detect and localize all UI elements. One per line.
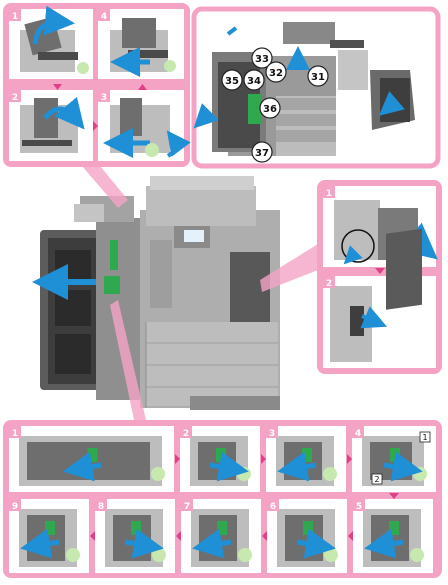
callout-37: 37 <box>251 141 273 163</box>
svg-text:31: 31 <box>311 72 325 83</box>
bottom-step-number-2: 2 <box>180 426 192 439</box>
bottom-cell-9: 9 <box>9 499 89 573</box>
bottom-step-number-3: 3 <box>266 426 278 439</box>
svg-text:35: 35 <box>225 76 239 87</box>
svg-text:2: 2 <box>12 93 18 103</box>
bottom-cell-5: 5 <box>353 499 433 573</box>
bottom-step-number-7: 7 <box>181 499 193 512</box>
callout-33: 33 <box>251 47 273 69</box>
svg-text:3: 3 <box>269 429 275 439</box>
bottom-step-arrow <box>176 531 181 541</box>
rp-step-arrow <box>375 268 385 274</box>
svg-text:1: 1 <box>12 12 18 22</box>
tl-step-number-4: 4 <box>98 9 110 22</box>
svg-text:4: 4 <box>355 429 361 439</box>
tl-cell-2 <box>9 90 93 161</box>
bottom-step-arrow <box>175 454 180 464</box>
callout-32: 32 <box>265 61 287 83</box>
bottom-cell-3: 3 <box>266 426 346 492</box>
bottom-step-number-8: 8 <box>95 499 107 512</box>
svg-text:6: 6 <box>270 502 276 512</box>
rp-cell-2 <box>323 228 436 368</box>
bottom-step-number-5: 5 <box>353 499 365 512</box>
bottom-panel: 1 2 3 4 1 2 9 8 7 6 5 <box>3 420 442 578</box>
tl-step-arrow-up <box>138 84 147 90</box>
callout-36: 36 <box>259 97 281 119</box>
svg-text:8: 8 <box>98 502 104 512</box>
tl-step-arrow-down <box>53 84 62 90</box>
bottom-step-arrow <box>90 531 95 541</box>
bottom-step-number-9: 9 <box>9 499 21 512</box>
callout-34: 34 <box>243 69 265 91</box>
main-machine <box>32 176 280 410</box>
rp-step-number-1: 1 <box>323 186 335 199</box>
tl-cell-4 <box>98 9 184 79</box>
svg-text:4: 4 <box>101 12 107 22</box>
svg-text:2: 2 <box>326 279 332 289</box>
top-left-panel: 1 4 2 3 <box>3 3 191 167</box>
svg-text:33: 33 <box>255 54 269 65</box>
tl-cell-1 <box>9 5 93 79</box>
bottom-step-arrow <box>261 454 266 464</box>
bottom-step-number-4: 4 <box>352 426 364 439</box>
bottom-cell-1: 1 <box>9 426 174 492</box>
svg-text:37: 37 <box>255 148 269 159</box>
svg-text:1: 1 <box>326 189 332 199</box>
tl-step-number-2: 2 <box>9 90 21 103</box>
svg-text:2: 2 <box>374 475 379 484</box>
bottom-cell-4: 4 1 2 <box>352 426 436 492</box>
rp-step-number-2: 2 <box>323 276 335 289</box>
svg-text:2: 2 <box>183 429 189 439</box>
svg-text:7: 7 <box>184 502 190 512</box>
right-panel: 12 <box>317 180 442 374</box>
bottom-step-arrow <box>347 454 352 464</box>
callout-31: 31 <box>307 65 329 87</box>
substep-2: 2 <box>371 473 383 485</box>
tl-cell-3 <box>98 90 191 161</box>
svg-text:34: 34 <box>247 76 261 87</box>
svg-text:3: 3 <box>101 93 107 103</box>
substep-1: 1 <box>419 431 431 443</box>
bottom-step-arrow <box>262 531 267 541</box>
svg-text:1: 1 <box>12 429 18 439</box>
bottom-step-number-1: 1 <box>9 426 21 439</box>
callout-35: 35 <box>221 69 243 91</box>
svg-text:1: 1 <box>422 433 427 442</box>
svg-text:5: 5 <box>356 502 362 512</box>
svg-text:36: 36 <box>263 104 277 115</box>
bottom-step-arrow <box>389 493 399 499</box>
bottom-step-arrow <box>348 531 353 541</box>
svg-text:9: 9 <box>12 502 18 512</box>
tl-step-arrow-right <box>93 121 98 131</box>
connector-lines <box>82 166 318 420</box>
bottom-cell-8: 8 <box>95 499 175 573</box>
tl-step-number-3: 3 <box>98 90 110 103</box>
bottom-cell-6: 6 <box>267 499 347 573</box>
svg-text:32: 32 <box>269 68 283 79</box>
bottom-cell-2: 2 <box>180 426 260 492</box>
bottom-cell-7: 7 <box>181 499 261 573</box>
bottom-step-number-6: 6 <box>267 499 279 512</box>
tl-step-number-1: 1 <box>9 9 21 22</box>
